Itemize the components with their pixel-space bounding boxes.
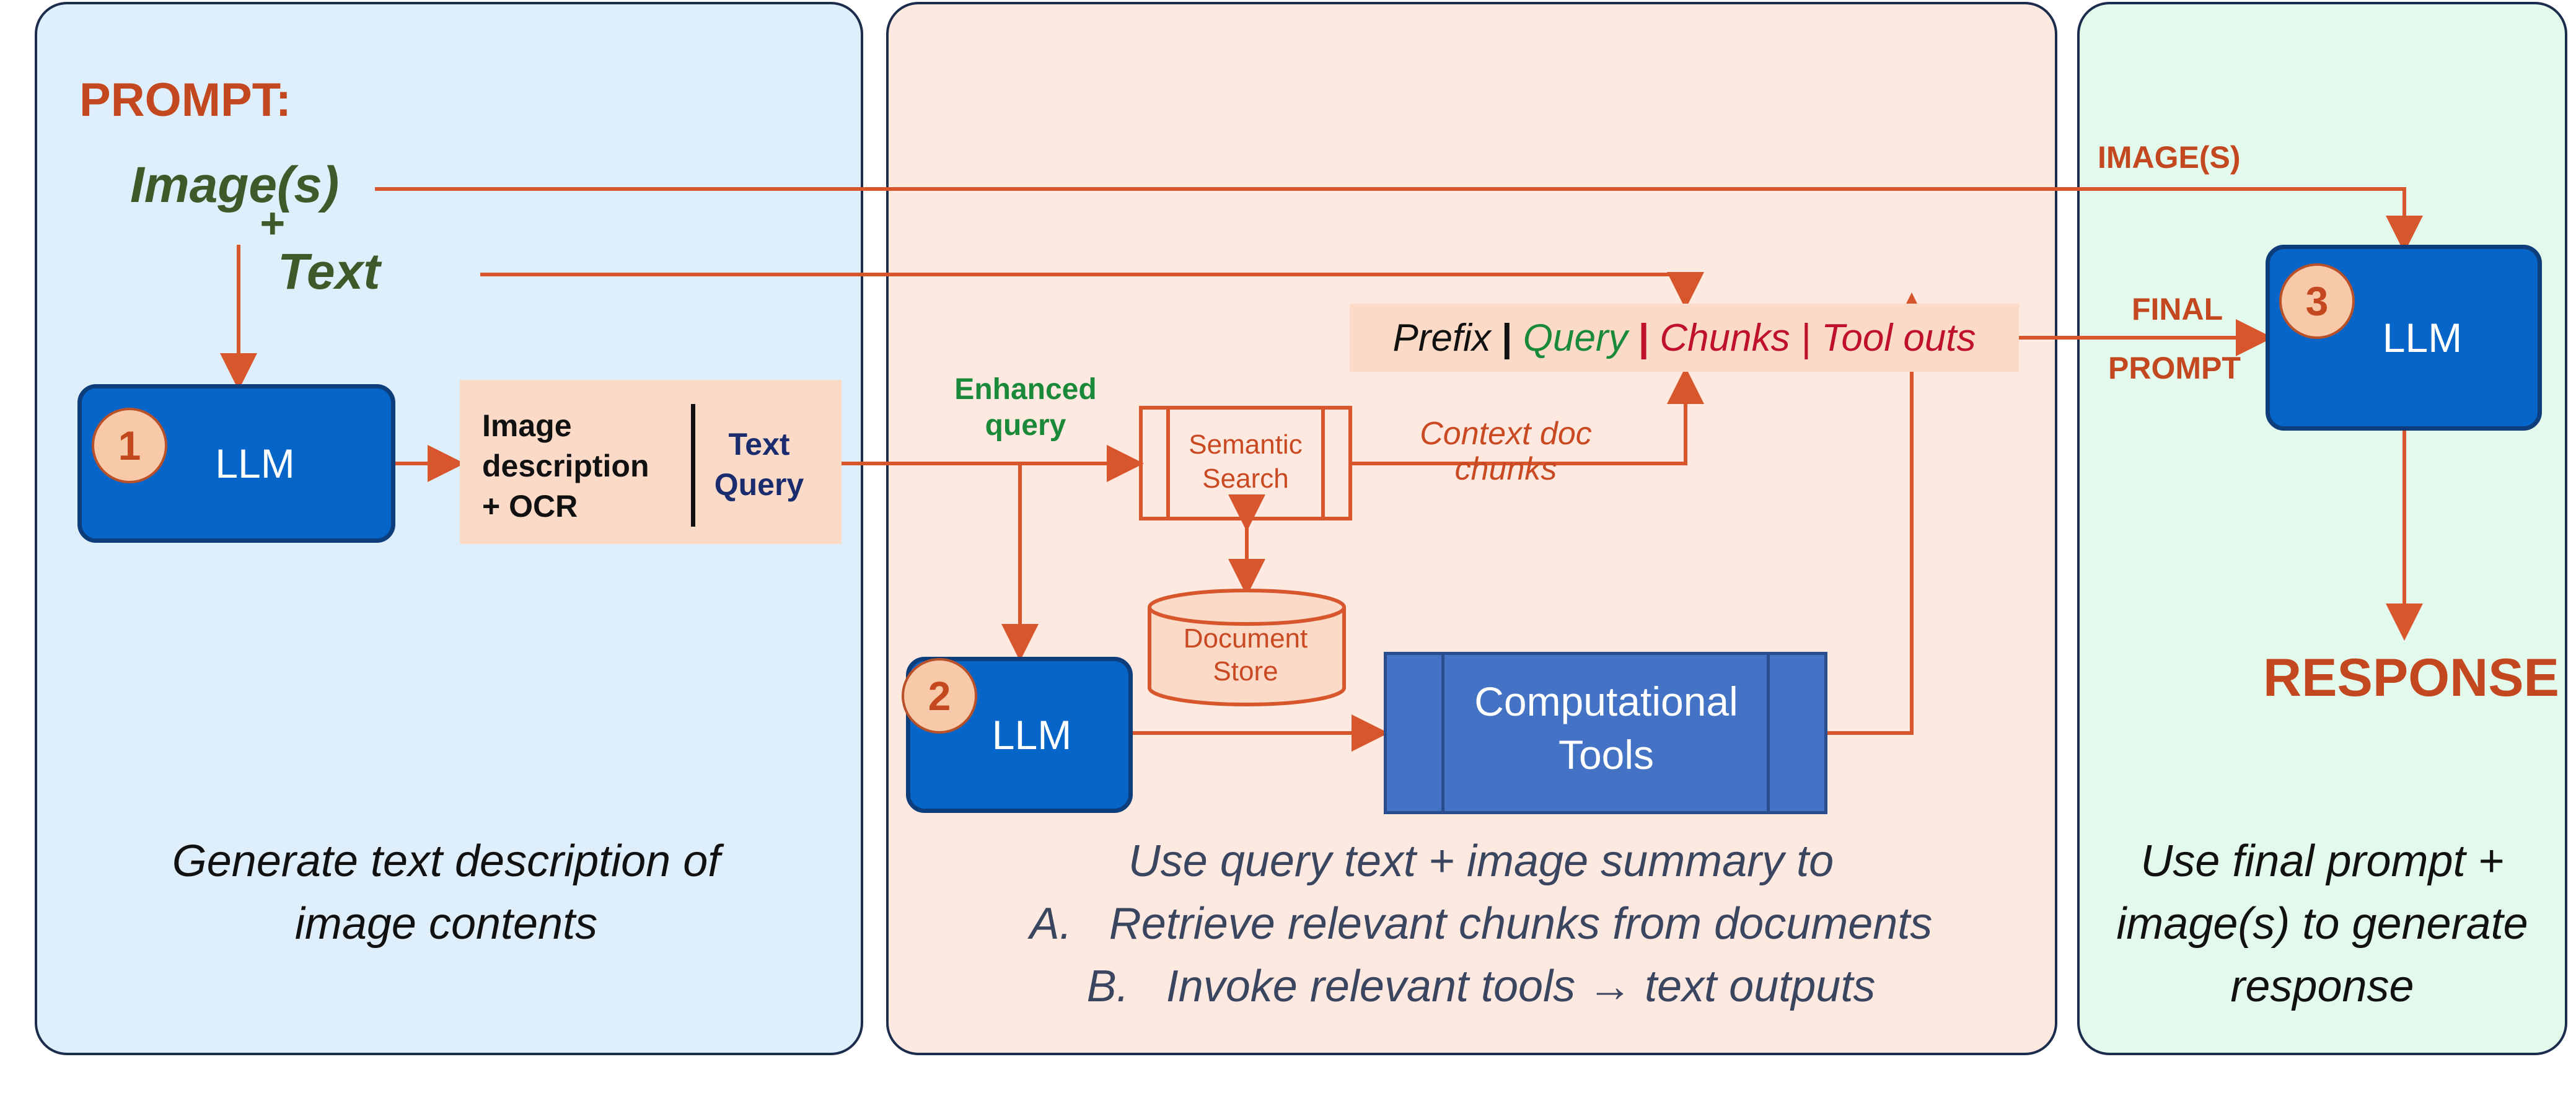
caption-step1-line2: image contents [294,898,598,949]
panel-final-response [2077,2,2567,1055]
arrow-images-to-llm3 [375,187,2423,253]
context-line1: Context doc [1420,416,1592,452]
document-store-line2: Store [1213,656,1278,687]
computational-tools-line2: Tools [1558,731,1655,778]
input-text-label: Text [278,244,380,300]
caption-step3-line1: Use final prompt + [2140,836,2504,886]
caption-step3: Use final prompt + image(s) to generate … [2091,830,2553,1017]
prefix-separator: | [1490,316,1523,359]
query-part: Query [1523,316,1628,359]
desc-line2: description [482,449,649,483]
prefix-part: Prefix [1392,316,1491,359]
document-store-line1: Document [1183,623,1308,654]
chunks-separator: | [1790,316,1822,359]
caption-step2: Use query text + image summary to A. Ret… [942,830,2020,1017]
image-description-text: Image description + OCR [482,406,649,527]
input-plus-sign: + [259,199,284,247]
caption-step1: Generate text description of image conte… [124,830,768,955]
image-description-block [460,380,842,544]
llm-step3-label: LLM [2382,315,2463,361]
text-query-line2: Query [714,467,804,502]
prompt-prefix-text: Prefix | Query | Chunks | Tool outs [1350,304,2019,372]
caption-step3-line2: image(s) to generate [2116,898,2528,949]
semantic-search-line1: Semantic [1189,429,1303,460]
computational-tools-line1: Computational [1474,678,1738,724]
tool-outs-part: Tool outs [1821,316,1976,359]
prompt-title: PROMPT: [79,74,291,126]
input-images-label: Image(s) [130,157,340,213]
document-store-label: Document Store [1153,623,1339,688]
images-flow-label: IMAGE(S) [2098,140,2241,175]
semantic-search-line2: Search [1202,463,1289,494]
desc-line1: Image [482,408,572,443]
step1-badge: 1 [92,408,167,483]
step2-badge: 2 [902,658,977,734]
enhanced-query-line1: Enhanced [954,373,1097,406]
caption-step2-item-b: B. Invoke relevant tools → text outputs [1086,961,1876,1011]
context-line2: chunks [1454,451,1557,488]
arrow-text-to-prefix [480,272,1704,309]
arrow-search-to-chunks [1352,367,1704,465]
text-query-label: Text Query [710,424,809,505]
enhanced-query-label: Enhanced query [930,372,1122,443]
caption-step2-item-a: A. Retrieve relevant chunks from documen… [1029,898,1933,949]
arrow-tools-to-toolouts [1827,292,1930,735]
context-chunks-label: Context doc chunks [1363,416,1648,487]
text-query-line1: Text [728,427,790,462]
enhanced-query-line2: query [985,408,1066,442]
caption-step1-line1: Generate text description of [172,836,721,886]
llm-step1-label: LLM [215,441,295,486]
response-label: RESPONSE [2263,648,2559,708]
computational-tools-label: Computational Tools [1438,675,1775,782]
computational-tools-box [1384,652,1827,814]
document-store-cylinder [1148,589,1346,706]
final-flow-label: FINAL [2132,292,2223,327]
step3-badge: 3 [2279,263,2355,339]
prompt-prefix-bar [1350,304,2019,372]
caption-step3-line3: response [2230,961,2414,1011]
llm-step2-label: LLM [991,712,1072,758]
desc-separator [691,404,695,527]
semantic-search-box [1139,406,1352,520]
semantic-search-label: Semantic Search [1165,428,1326,496]
caption-step2-line1: Use query text + image summary to [1128,836,1834,886]
desc-line3: + OCR [482,489,578,524]
panel-retrieval-tools [886,2,2057,1055]
chunks-part: Chunks [1659,316,1790,359]
query-separator: | [1627,316,1660,359]
prompt-flow-label: PROMPT [2108,351,2241,385]
